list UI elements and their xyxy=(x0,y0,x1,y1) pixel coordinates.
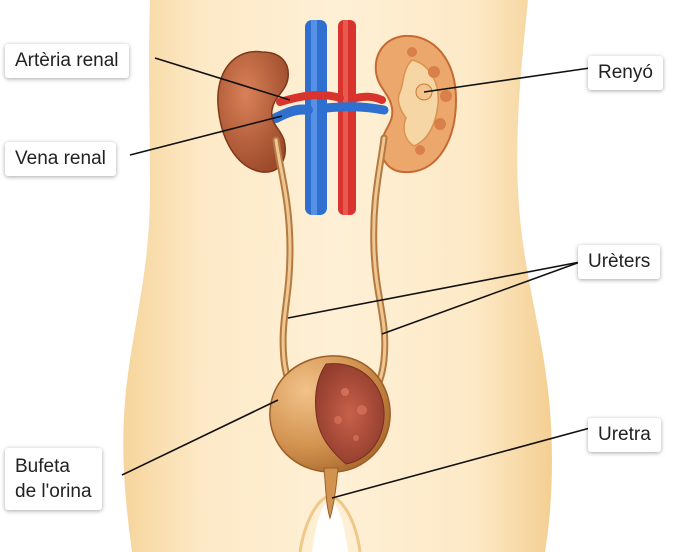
label-bufeta-line1: Bufeta xyxy=(15,454,92,479)
aorta xyxy=(338,20,356,215)
label-arteria-renal: Artèria renal xyxy=(5,44,129,78)
label-bufeta-de-lorina: Bufeta de l'orina xyxy=(5,448,102,510)
right-renal-artery xyxy=(356,97,382,100)
label-ureters: Urèters xyxy=(578,245,660,279)
label-uretra: Uretra xyxy=(588,418,661,452)
vena-cava xyxy=(305,20,327,215)
label-renyo: Renyó xyxy=(588,56,663,90)
right-renal-vein xyxy=(326,107,384,110)
label-vena-renal: Vena renal xyxy=(5,142,116,176)
label-bufeta-line2: de l'orina xyxy=(15,479,92,504)
